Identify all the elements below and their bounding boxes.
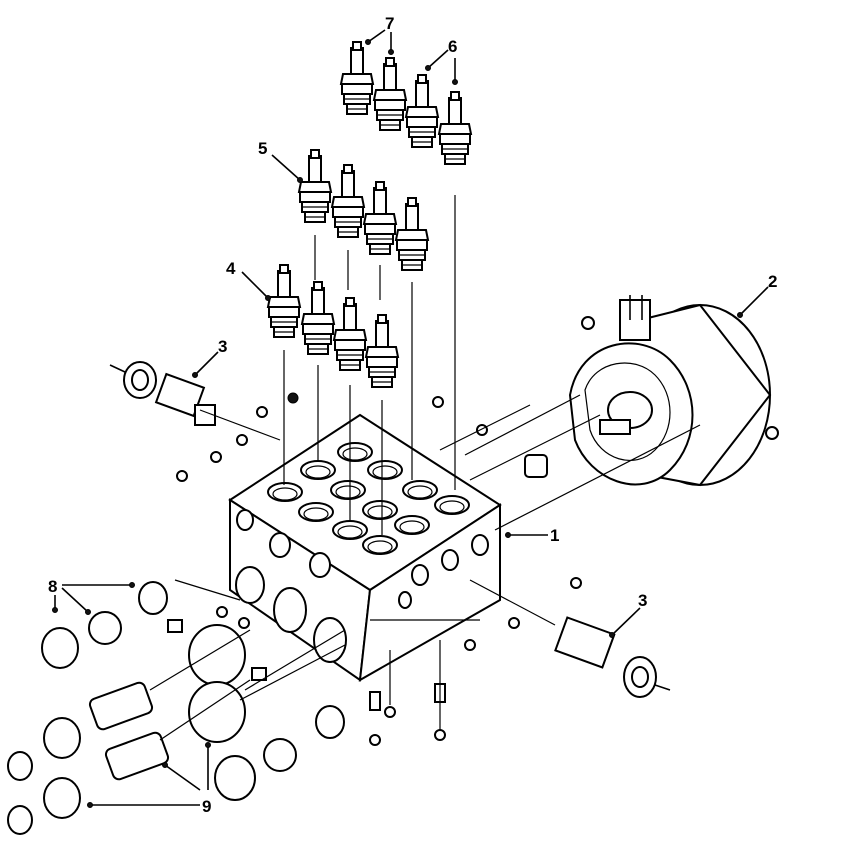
lower-parts <box>7 581 446 835</box>
valve-group-6 <box>405 74 472 165</box>
callout-leaders <box>52 29 769 808</box>
lower-alignment-lines <box>149 409 556 741</box>
callout-1: 1 <box>550 526 559 545</box>
motor-alignment-lines <box>439 394 701 531</box>
callout-7: 7 <box>385 14 394 33</box>
valve-group-7 <box>340 41 407 131</box>
o-rings <box>176 392 582 746</box>
valve-block <box>228 413 502 682</box>
callout-3-right: 3 <box>638 591 647 610</box>
callout-6: 6 <box>448 37 457 56</box>
valve-alignment-lines <box>283 195 456 535</box>
callout-9: 9 <box>202 797 211 816</box>
valve-group-4 <box>267 264 399 388</box>
callout-8: 8 <box>48 577 57 596</box>
callout-2: 2 <box>768 272 777 291</box>
callout-5: 5 <box>258 139 267 158</box>
solenoid-left <box>109 361 216 426</box>
solenoid-right <box>554 616 671 698</box>
pump-motor <box>524 295 779 487</box>
callout-3-left: 3 <box>218 337 227 356</box>
valve-group-5 <box>298 149 429 271</box>
side-port <box>235 566 265 604</box>
callout-4: 4 <box>226 259 236 278</box>
